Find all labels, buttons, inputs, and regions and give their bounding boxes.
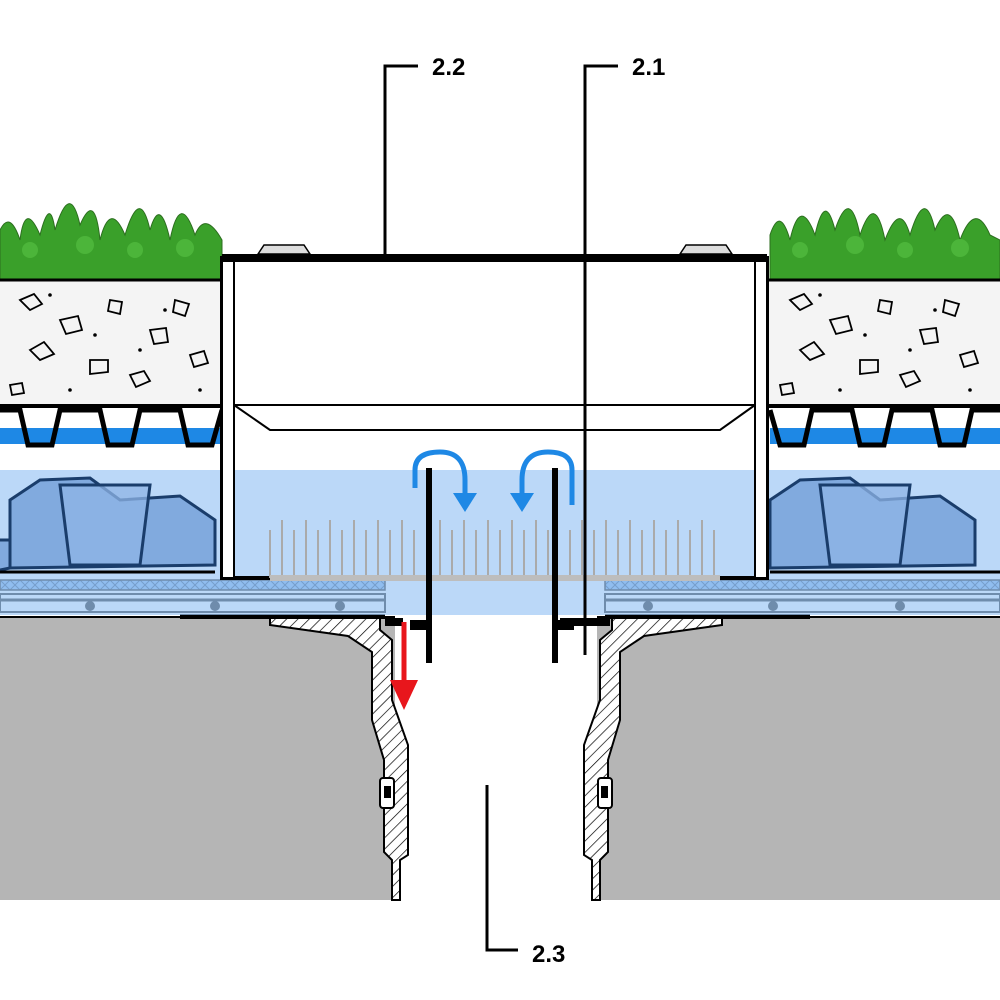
- chamber-lid: [222, 254, 767, 262]
- callout-2-2: 2.2: [432, 54, 465, 81]
- lid-handle-left: [256, 244, 312, 255]
- drain-funnel-left: [269, 616, 409, 901]
- drainage-cups: [0, 407, 1000, 448]
- inspection-chamber: [220, 244, 769, 663]
- substrate-layer: [0, 280, 1000, 408]
- overflow-pipe-right: [552, 468, 558, 663]
- retention-boxes: [0, 476, 977, 572]
- chamber-filter-tray: [233, 404, 756, 431]
- drain-funnel-right: [583, 616, 723, 901]
- drain-body: [269, 616, 723, 901]
- callout-2-1: 2.1: [632, 54, 665, 81]
- drain-grate: [269, 520, 715, 578]
- callout-leaders: [383, 64, 618, 952]
- callout-2-3: 2.3: [532, 941, 565, 968]
- vegetation-layer: [0, 203, 1000, 281]
- overflow-pipe-left: [426, 468, 432, 663]
- concrete-right: [597, 617, 1000, 900]
- concrete-left: [0, 617, 395, 900]
- overflow-arrow-left-icon: [412, 449, 477, 512]
- overflow-arrow-right-icon: [510, 449, 575, 512]
- outflow-arrow-icon: [390, 622, 418, 710]
- lid-handle-right: [678, 244, 734, 255]
- concrete-slab: [0, 616, 1000, 900]
